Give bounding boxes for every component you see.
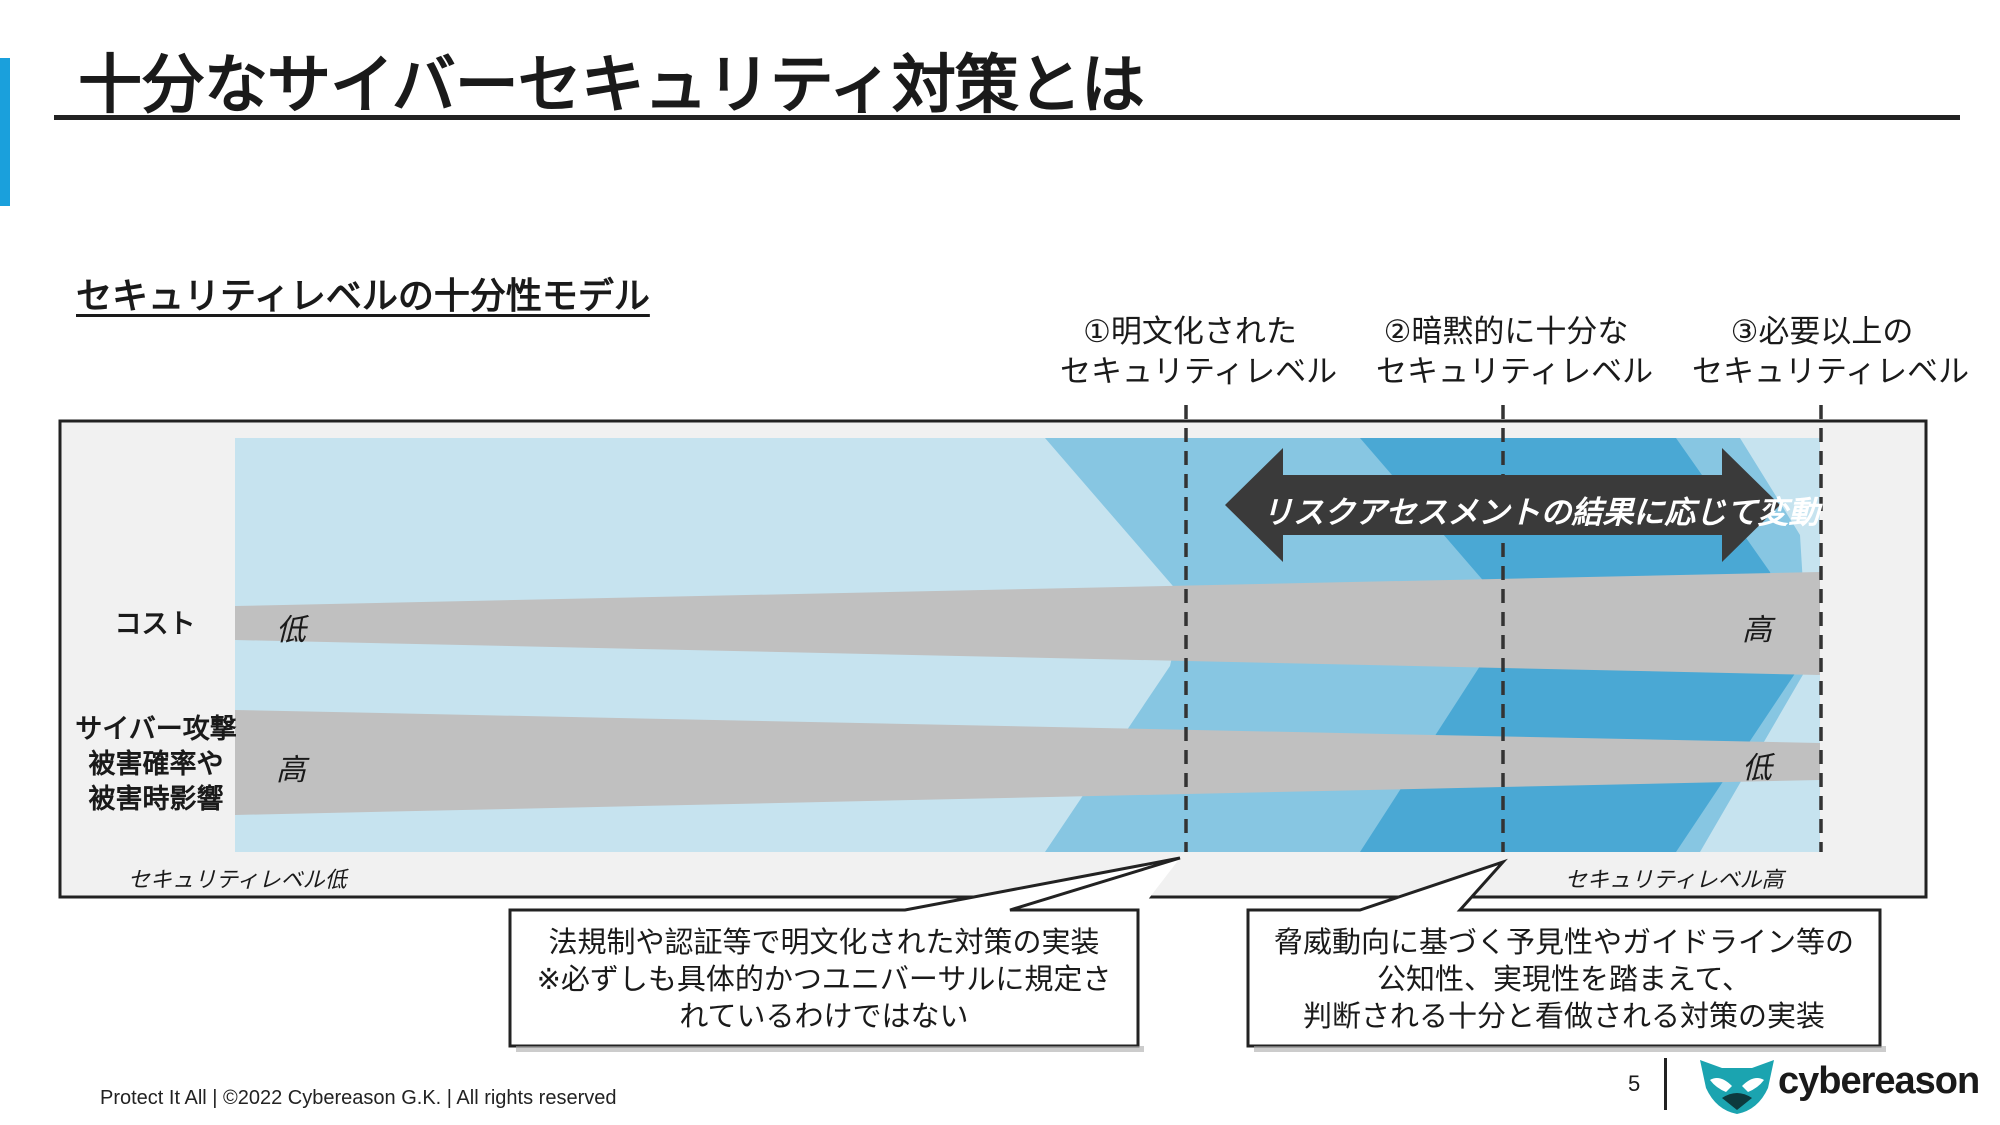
row-label-cost: コスト (114, 609, 196, 640)
level-3-line1: ③必要以上の (1730, 314, 1914, 350)
axis-low-label: セキュリティレベル低 (128, 868, 347, 893)
page-title: 十分なサイバーセキュリティ対策とは (78, 49, 1145, 123)
footer-copyright: Protect It All | ©2022 Cybereason G.K. |… (100, 1087, 617, 1109)
level-2-heading: ②暗黙的に十分な セキュリティレベル (1376, 312, 1654, 392)
cost-band (235, 572, 1820, 675)
callout-2-shadow (1254, 1046, 1886, 1052)
level-2-line1: ②暗黙的に十分な (1383, 314, 1629, 350)
callout-1-line2: ※必ずしも具体的かつユニバーサルに規定さ (536, 962, 1112, 996)
double-arrow (1225, 448, 1780, 562)
row-label-risk-line3: 被害時影響 (88, 784, 224, 815)
row-label-risk: サイバー攻撃 被害確率や 被害時影響 (66, 712, 246, 817)
level-1-line2: セキュリティレベル (1060, 354, 1338, 390)
callout-2-line1: 脅威動向に基づく予見性やガイドライン等の (1273, 925, 1854, 959)
axis-high-label: セキュリティレベル高 (1565, 868, 1784, 893)
risk-band (235, 710, 1820, 815)
cost-high-label: 高 (1742, 613, 1772, 648)
callout-1-text: 法規制や認証等で明文化された対策の実装 ※必ずしも具体的かつユニバーサルに規定さ… (515, 924, 1133, 1035)
page-number: 5 (1628, 1071, 1641, 1096)
risk-high-label: 高 (276, 753, 306, 788)
cost-low-label: 低 (276, 613, 306, 648)
title-divider (54, 115, 1960, 120)
callout-2-text: 脅威動向に基づく予見性やガイドライン等の 公知性、実現性を踏まえて、 判断される… (1253, 924, 1875, 1035)
section-subtitle: セキュリティレベルの十分性モデル (76, 276, 650, 317)
callout-2-line3: 判断される十分と看做される対策の実装 (1302, 999, 1825, 1033)
row-label-risk-line2: 被害確率や (88, 749, 224, 780)
accent-bar (0, 58, 10, 206)
callout-1-line3: れているわけではない (679, 999, 969, 1033)
level-3-heading: ③必要以上の セキュリティレベル (1692, 312, 1970, 392)
row-label-risk-line1: サイバー攻撃 (75, 714, 237, 745)
callout-2-line2: 公知性、実現性を踏まえて、 (1376, 962, 1752, 996)
arrow-label: リスクアセスメントの結果に応じて変動 (1262, 495, 1820, 531)
level-1-heading: ①明文化された セキュリティレベル (1060, 312, 1338, 392)
brand-wordmark: cybereason (1778, 1060, 1980, 1102)
level-2-line2: セキュリティレベル (1376, 354, 1654, 390)
callout-1-line1: 法規制や認証等で明文化された対策の実装 (548, 925, 1100, 959)
footer-divider (1664, 1058, 1667, 1110)
callout-1-shadow (516, 1046, 1144, 1052)
risk-low-label: 低 (1742, 751, 1772, 786)
owl-logo-icon (1700, 1060, 1774, 1114)
level-3-line2: セキュリティレベル (1692, 354, 1970, 390)
level-1-line1: ①明文化された (1083, 314, 1297, 350)
